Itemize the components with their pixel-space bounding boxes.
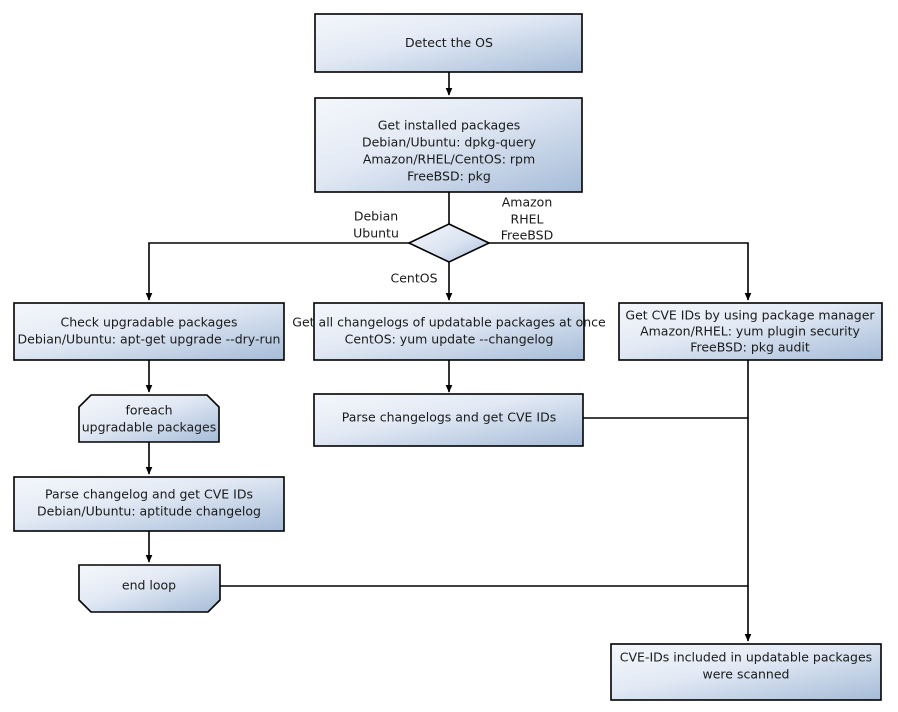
- foreach-label-line2: upgradable packages: [82, 420, 217, 435]
- node-get-cve-ids-pkgmgr[interactable]: Get CVE IDs by using package manager Ama…: [618, 302, 883, 361]
- foreach-label-line1: foreach: [125, 403, 172, 418]
- branch-label-debian: Debian: [354, 209, 398, 224]
- parse-changelogs-centos-box[interactable]: [313, 393, 584, 447]
- scan-result-box[interactable]: [610, 643, 882, 701]
- branch-label-ubuntu: Ubuntu: [353, 226, 399, 241]
- node-os-decision[interactable]: [407, 223, 491, 263]
- node-detect-os[interactable]: Detect the OS: [314, 13, 583, 73]
- node-end-loop[interactable]: end loop: [78, 564, 221, 613]
- get-installed-packages-box[interactable]: [314, 97, 583, 193]
- parse-changelog-single-label-line2: Debian/Ubuntu: aptitude changelog: [37, 504, 261, 519]
- check-upgradable-label-line2: Debian/Ubuntu: apt-get upgrade --dry-run: [18, 332, 281, 347]
- get-cve-ids-pkgmgr-label-line3: FreeBSD: pkg audit: [690, 340, 810, 355]
- get-installed-packages-label-line1: Get installed packages: [378, 118, 521, 133]
- branch-label-amazon: Amazon: [502, 195, 553, 210]
- detect-os-label-line1: Detect the OS: [405, 35, 493, 50]
- end-loop-shape[interactable]: [78, 564, 221, 613]
- node-get-all-changelogs[interactable]: Get all changelogs of updatable packages…: [292, 302, 606, 361]
- node-check-upgradable[interactable]: Check upgradable packages Debian/Ubuntu:…: [13, 302, 285, 361]
- edge-decision-to-cve-pkgmgr: [489, 242, 752, 301]
- node-parse-changelog-single[interactable]: Parse changelog and get CVE IDs Debian/U…: [13, 476, 285, 532]
- edges-layer: [145, 72, 752, 642]
- node-parse-changelogs-centos[interactable]: Parse changelogs and get CVE IDs: [313, 393, 584, 447]
- check-upgradable-label-line1: Check upgradable packages: [61, 315, 238, 330]
- get-all-changelogs-label-line1: Get all changelogs of updatable packages…: [292, 315, 606, 330]
- parse-changelogs-centos-label: Parse changelogs and get CVE IDs: [342, 410, 556, 425]
- get-cve-ids-pkgmgr-label-line2: Amazon/RHEL: yum plugin security: [640, 324, 860, 339]
- node-foreach-loop-start[interactable]: foreach upgradable packages: [78, 394, 220, 443]
- parse-changelog-single-label-line1: Parse changelog and get CVE IDs: [45, 487, 253, 502]
- get-installed-packages-label-line4: FreeBSD: pkg: [407, 169, 491, 184]
- branch-label-centos: CentOS: [390, 271, 437, 286]
- get-cve-ids-pkgmgr-label-line1: Get CVE IDs by using package manager: [625, 308, 875, 323]
- foreach-loop-shape[interactable]: [78, 394, 220, 443]
- branch-label-freebsd: FreeBSD: [501, 228, 553, 243]
- get-cve-ids-pkgmgr-box[interactable]: [618, 302, 883, 361]
- branch-label-rhel: RHEL: [511, 212, 544, 227]
- get-installed-packages-label-line2: Debian/Ubuntu: dpkg-query: [362, 135, 537, 150]
- edge-label-amazon-rhel-freebsd: Amazon RHEL FreeBSD: [501, 195, 553, 243]
- get-all-changelogs-label-line2: CentOS: yum update --changelog: [345, 332, 554, 347]
- edge-label-centos: CentOS: [390, 271, 437, 286]
- node-get-installed-packages[interactable]: Get installed packages Debian/Ubuntu: dp…: [314, 97, 583, 193]
- get-all-changelogs-box[interactable]: [313, 302, 585, 361]
- scan-result-label-line1: CVE-IDs included in updatable packages: [620, 650, 872, 665]
- detect-os-box[interactable]: [314, 13, 583, 73]
- get-installed-packages-label-line3: Amazon/RHEL/CentOS: rpm: [363, 152, 535, 167]
- node-scan-result[interactable]: CVE-IDs included in updatable packages w…: [610, 643, 882, 701]
- end-loop-label: end loop: [122, 578, 176, 593]
- edge-decision-to-check-upgradable: [145, 242, 409, 301]
- scan-result-label-line2: were scanned: [703, 667, 790, 682]
- parse-changelog-single-box[interactable]: [13, 476, 285, 532]
- os-decision-diamond[interactable]: [407, 223, 491, 263]
- check-upgradable-box[interactable]: [13, 302, 285, 361]
- edge-label-debian-ubuntu: Debian Ubuntu: [353, 209, 399, 241]
